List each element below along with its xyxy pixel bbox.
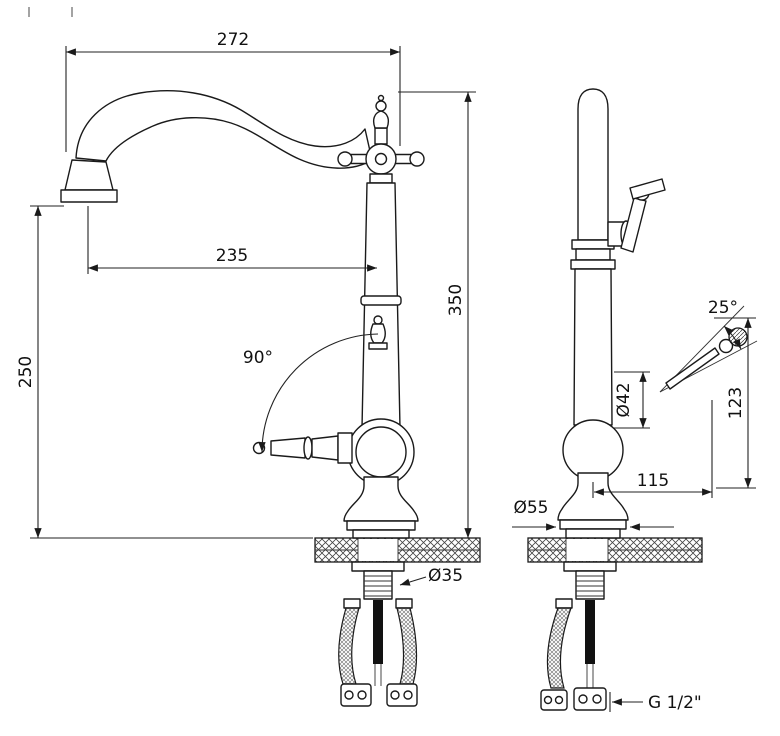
dim-handle-height-label: 123 [726,387,746,419]
handle-tilted-position [659,305,758,393]
countertop-left [314,537,481,563]
washer [351,561,405,572]
lever-handle [252,432,353,464]
under-counter-left [338,561,418,707]
dim-swivel-angle-label: 90° [243,348,273,368]
dim-mount-hole-label: Ø35 [428,566,463,586]
dim-spout-height-label: 250 [16,356,36,388]
dim-handle-angle-label: 25° [708,298,738,318]
washer [563,561,617,572]
dim-spout-reach-label: 235 [216,246,248,266]
hose-fitting [386,683,418,707]
body [573,268,613,426]
threaded-shank [363,570,393,600]
braided-hose [396,607,418,685]
base [343,476,419,539]
lever-forward-position [368,315,388,350]
hose-connector [343,598,361,609]
mounting-stud [373,600,383,664]
dim-overall-width-label: 272 [217,30,249,50]
threaded-shank [575,570,605,600]
dim-base-diameter-label: Ø55 [513,498,548,518]
dim-thread-label: G 1/2" [648,693,702,713]
dim-body-diameter-label: Ø42 [614,382,634,417]
spout-outlet-lip [60,189,118,203]
faucet-body [360,173,402,429]
hose-connector [555,598,573,609]
dim-total-height-label: 350 [446,284,466,316]
dimension-labels: 272 235 250 350 90° Ø35 25° Ø42 123 115 … [16,30,746,713]
countertop-right [527,537,703,563]
front-view [60,90,425,539]
spout-column [577,88,609,241]
braided-hose [546,607,572,689]
under-counter-right [540,561,617,711]
dimension-lines [30,46,756,712]
registration-marks [28,7,73,17]
spout [75,90,373,169]
mounting-stud [585,600,595,664]
swivel-joint-side [562,419,624,481]
hose-connector [395,598,413,609]
spout-outlet [64,159,114,191]
dim-handle-reach-label: 115 [637,471,669,491]
swivel-joint [347,418,415,486]
cross-handle [337,94,425,175]
hose-fitting [540,689,568,711]
hose-fitting [573,687,607,711]
hose-fitting [340,683,372,707]
braided-hose [338,607,360,685]
handle-side [607,178,666,253]
